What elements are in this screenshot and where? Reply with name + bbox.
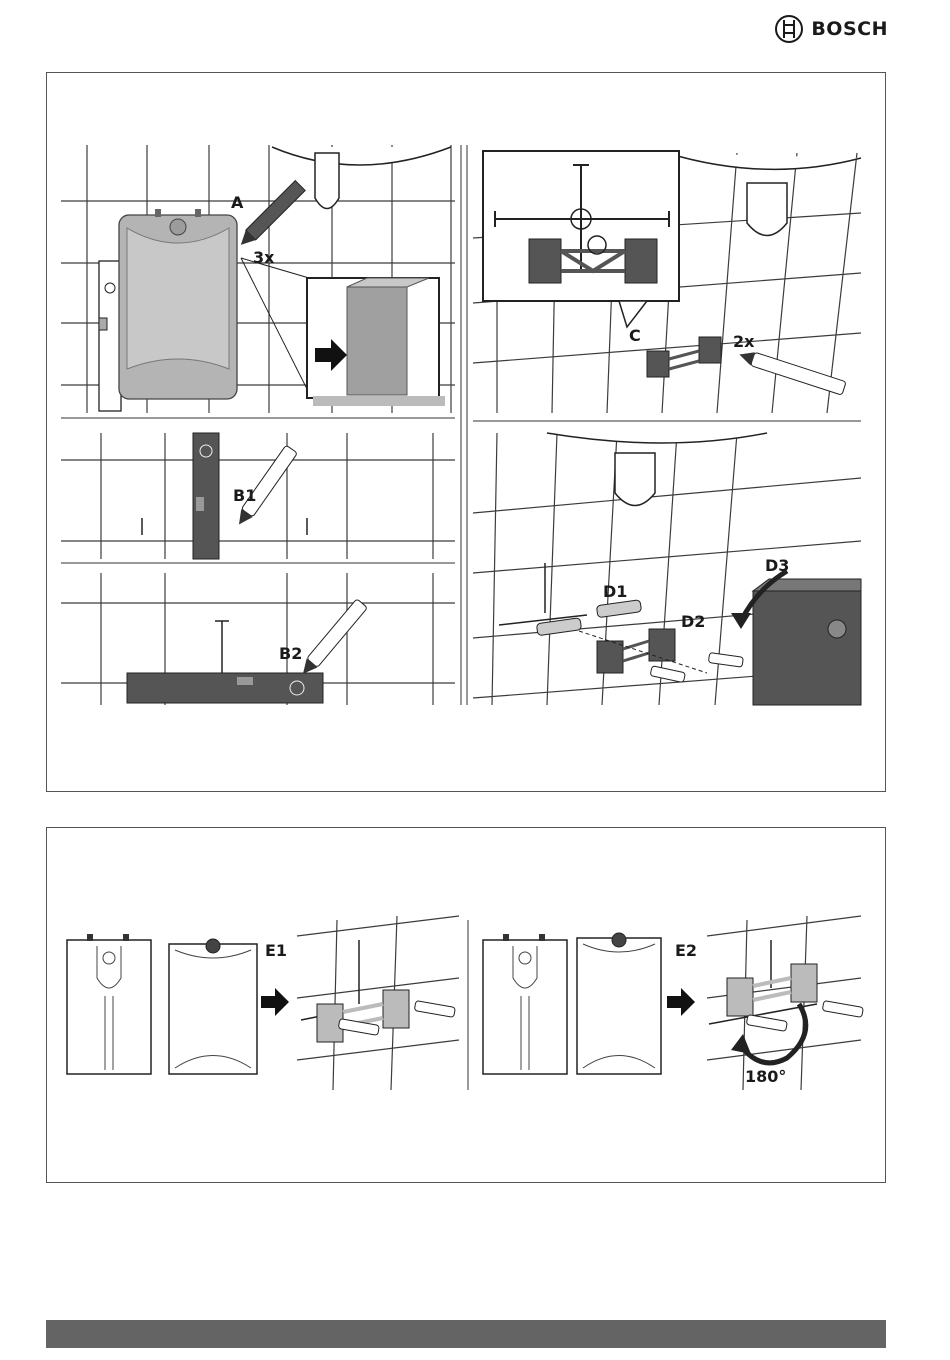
step-b2-label: B2 xyxy=(279,644,302,663)
step-c-count: 2x xyxy=(733,332,755,351)
scene-a-marking-device: A 3x xyxy=(61,145,455,413)
bracket-orientation-illustration: E1 E2 180° xyxy=(47,828,887,1184)
brand-logo: BOSCH xyxy=(774,14,888,44)
footer-bar xyxy=(46,1320,886,1348)
rotation-label: 180° xyxy=(745,1067,786,1086)
scene-c-mark-bracket: C 2x xyxy=(473,151,861,413)
brand-name: BOSCH xyxy=(811,18,888,40)
step-e1-label: E1 xyxy=(265,941,287,960)
scene-b1-level-vertical: B1 xyxy=(61,433,455,559)
step-d3-label: D3 xyxy=(765,556,789,575)
step-e2-label: E2 xyxy=(675,941,697,960)
step-a-label: A xyxy=(231,193,244,212)
scene-b2-level-horizontal: B2 xyxy=(61,573,455,705)
installation-illustration: A 3x B1 xyxy=(47,73,887,793)
step-d1-label: D1 xyxy=(603,582,627,601)
scene-e2-orientation: E2 180° xyxy=(483,916,863,1090)
step-b1-label: B1 xyxy=(233,486,256,505)
step-c-label: C xyxy=(629,326,641,345)
bosch-armature-icon xyxy=(774,14,804,44)
bracket-orientation-panel: E1 E2 180° xyxy=(46,827,886,1183)
step-a-count: 3x xyxy=(253,248,275,267)
scene-e1-orientation: E1 xyxy=(67,916,459,1090)
step-d2-label: D2 xyxy=(681,612,705,631)
installation-figure-panel: A 3x B1 xyxy=(46,72,886,792)
scene-d-mount-device: D1 D2 D3 xyxy=(473,433,861,705)
